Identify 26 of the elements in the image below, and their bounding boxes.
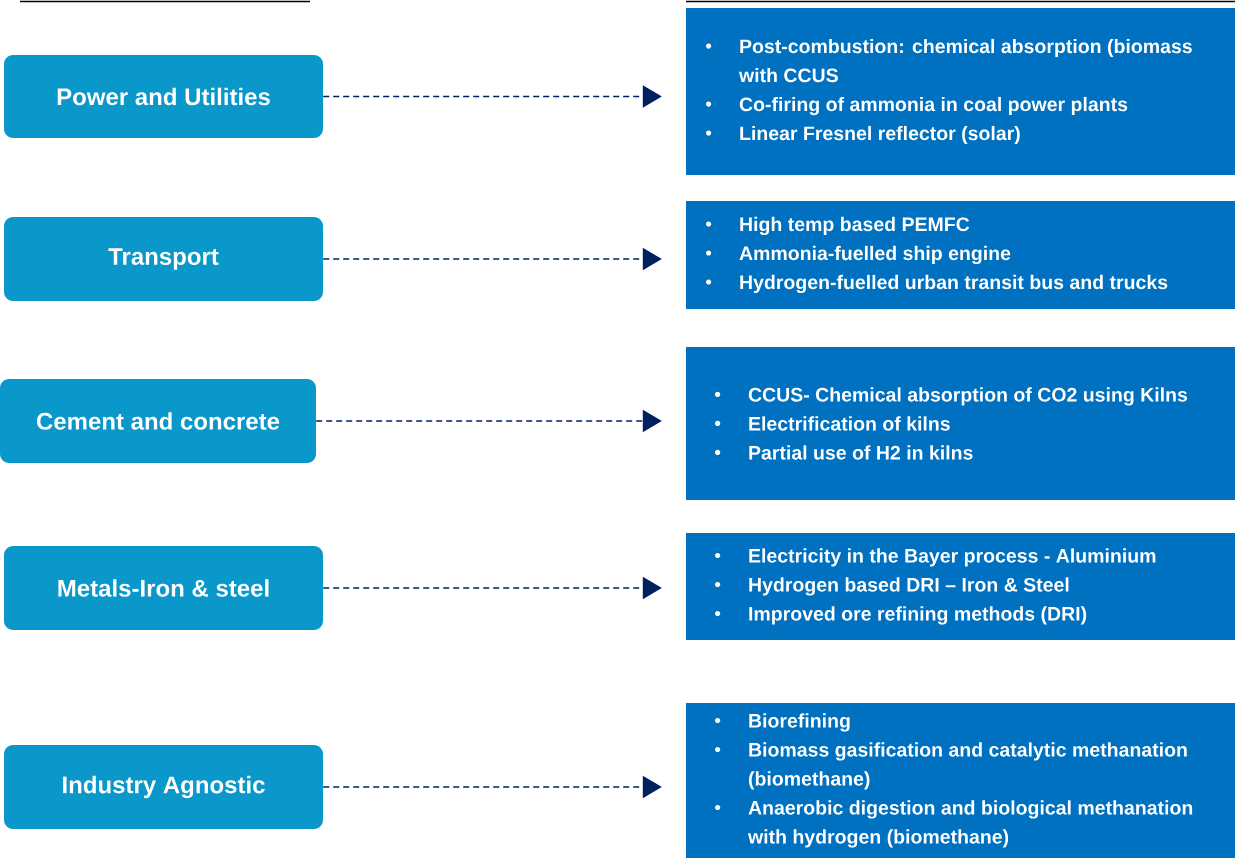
bullet-item: Post-combustion: chemical absorption (biomass with CCUS xyxy=(738,38,1192,83)
bullet-item: CCUS- Chemical absorption of CO2 using Kilns xyxy=(748,387,1188,406)
sector-box: Transport xyxy=(4,217,323,301)
bullet-item: Hydrogen-fuelled urban transit bus and trucks xyxy=(740,274,1168,294)
arrow xyxy=(322,85,662,108)
list-box xyxy=(686,533,1235,640)
list-box xyxy=(686,8,1235,175)
bullet-item: Biorefining xyxy=(749,713,850,732)
bullet-item: Co-firing of ammonia in coal power plants xyxy=(739,96,1128,116)
bullet-item: Ammonia-fuelled ship engine xyxy=(739,245,1011,265)
bullet-item: High temp based PEMFC xyxy=(740,216,970,236)
list-box xyxy=(686,201,1235,309)
bullet-item: Improved ore refining methods (DRI) xyxy=(749,606,1087,625)
bullet-item: Linear Fresnel reflector (solar) xyxy=(740,125,1020,145)
list-box xyxy=(686,347,1235,500)
sector-box: Power and Utilities xyxy=(4,55,323,138)
bullet-item: Anaerobic digestion and biological methanation with hydrogen (biomethane) xyxy=(747,800,1193,848)
bullet-item: Hydrogen based DRI – Iron & Steel xyxy=(749,577,1069,596)
bullet-item: Partial use of H2 in kilns xyxy=(749,445,973,460)
bullet-item: Biomass gasification and catalytic methanation (biomethane) xyxy=(749,742,1187,790)
sector-box: Metals-Iron & steel xyxy=(4,546,323,630)
bullet-item: Electrification of kilns xyxy=(749,416,950,431)
sector-box: Industry Agnostic xyxy=(4,745,323,829)
list-box xyxy=(686,703,1235,858)
sector-box: Cement and concrete xyxy=(0,379,316,463)
bullet-item: Electricity in the Bayer process - Aluminium xyxy=(749,548,1156,567)
